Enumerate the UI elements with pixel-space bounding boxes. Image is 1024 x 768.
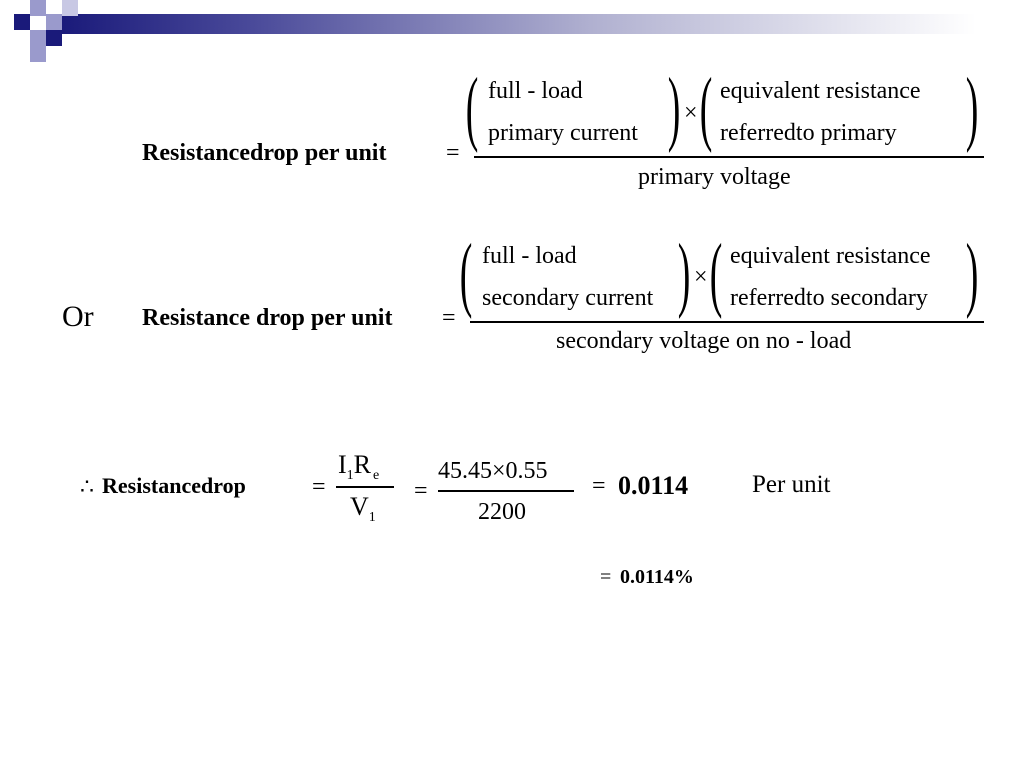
header-gradient-bar [60, 14, 1024, 34]
header-square [14, 14, 30, 30]
eq1-num-left-2: primary current [488, 120, 638, 146]
eq3-equals-1: = [312, 474, 326, 500]
eq2-left-paren-close: ) [677, 227, 691, 320]
eq1-right-paren-close: ) [965, 61, 979, 154]
eq3-denominator-v: V1 [350, 492, 376, 526]
header-square [46, 30, 62, 46]
header-square [46, 14, 62, 30]
eq2-num-left-2: secondary current [482, 285, 654, 311]
eq4-result: 0.0114% [620, 566, 694, 588]
header-square [62, 0, 78, 16]
eq1-denominator: primary voltage [638, 164, 791, 190]
eq3-num-i: I [338, 450, 347, 479]
eq3-result: 0.0114 [618, 471, 689, 500]
eq2-equals: = [442, 305, 456, 331]
eq1-lhs: Resistancedrop per unit [142, 140, 387, 166]
eq1-left-paren-open: ( [465, 61, 479, 154]
eq3-equals-3: = [592, 473, 606, 499]
eq3-num-i-sub: 1 [346, 468, 354, 483]
eq2-lhs: Resistance drop per unit [142, 305, 393, 331]
eq1-num-left-1: full - load [488, 78, 583, 104]
eq1-right-paren-open: ( [699, 61, 713, 154]
eq1-num-right-2: referredto primary [720, 120, 897, 146]
eq3-equals-2: = [414, 478, 428, 504]
eq2-times: × [694, 264, 708, 290]
eq1-equals: = [446, 140, 460, 166]
eq3-den-v-sub: 1 [368, 510, 376, 525]
eq2-right-paren-close: ) [965, 227, 979, 320]
eq3-numerator-2: 45.45×0.55 [438, 458, 548, 484]
eq3-fraction-line-1 [336, 486, 394, 488]
header-square [30, 0, 46, 16]
eq3-num-r-sub: e [373, 468, 380, 483]
eq1-left-paren-close: ) [667, 61, 681, 154]
eq2-num-right-1: equivalent resistance [730, 243, 931, 269]
eq3-therefore: ∴ [80, 474, 94, 499]
eq3-fraction-line-2 [438, 490, 574, 492]
eq2-num-right-2: referredto secondary [730, 285, 928, 311]
eq3-num-r: R [353, 450, 372, 479]
eq3-lhs: Resistancedrop [102, 473, 246, 498]
header-square [30, 46, 46, 62]
eq2-num-left-1: full - load [482, 243, 577, 269]
eq3-denominator-2: 2200 [478, 499, 526, 525]
eq2-left-paren-open: ( [459, 227, 473, 320]
eq2-denominator: secondary voltage on no - load [556, 328, 852, 354]
header-decoration [0, 0, 1024, 64]
eq1-times: × [684, 100, 698, 126]
eq2-prefix: Or [62, 300, 94, 333]
eq1-num-right-1: equivalent resistance [720, 78, 921, 104]
eq4-equals: = [600, 566, 612, 588]
eq2-fraction-line [470, 321, 984, 323]
header-square [30, 30, 46, 46]
eq3-unit: Per unit [752, 471, 831, 498]
eq1-fraction-line [474, 156, 984, 158]
eq2-right-paren-open: ( [709, 227, 723, 320]
eq3-den-v: V [350, 492, 369, 521]
